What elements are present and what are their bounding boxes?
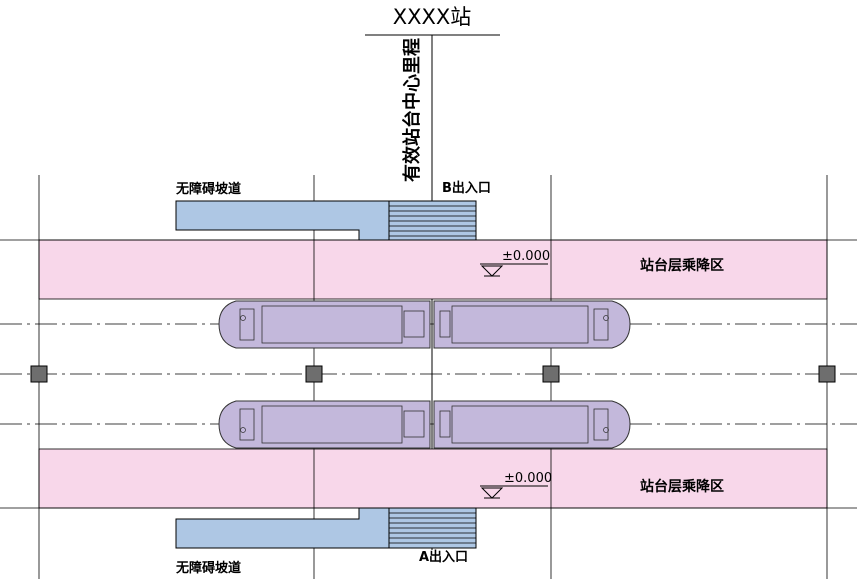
lower-platform-zone: [38, 448, 828, 509]
upper-zone-label: 站台层乘降区: [640, 257, 724, 274]
south-stair-treads: [389, 512, 476, 544]
lower-train: [218, 400, 631, 449]
south-entrance-label: A出入口: [419, 549, 468, 565]
lower-elevation-label: ±0.000: [504, 471, 552, 486]
upper-train: [218, 300, 631, 349]
lower-zone-label: 站台层乘降区: [640, 478, 724, 495]
upper-elevation-marker: [480, 263, 548, 277]
train-car-left: [218, 400, 431, 449]
train-car-left: [218, 300, 431, 349]
upper-elevation-label: ±0.000: [502, 249, 550, 264]
north-ramp: [175, 200, 390, 241]
station-title: XXXX站: [393, 5, 472, 29]
south-ramp: [175, 507, 390, 549]
lower-elevation-marker: [480, 485, 548, 499]
train-car-right: [433, 400, 631, 449]
center-mileage-label: 有效站台中心里程: [401, 38, 423, 182]
north-ramp-label: 无障碍坡道: [175, 181, 241, 197]
column: [542, 365, 560, 383]
column: [30, 365, 48, 383]
north-stair-treads: [389, 205, 476, 237]
north-entrance-label: B出入口: [442, 180, 491, 196]
structural-columns: [30, 365, 836, 383]
south-ramp-label: 无障碍坡道: [175, 560, 241, 576]
column: [818, 365, 836, 383]
column: [305, 365, 323, 383]
train-car-right: [433, 300, 631, 349]
north-stair: [388, 200, 477, 241]
